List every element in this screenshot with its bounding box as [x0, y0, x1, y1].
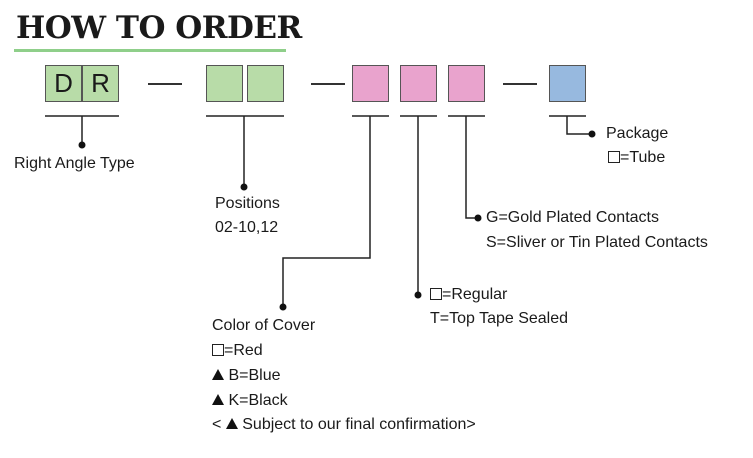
- plating-box: [448, 65, 485, 102]
- triangle-icon: [225, 418, 238, 429]
- cover-red: =Red: [224, 342, 263, 359]
- plating-leader: [465, 116, 477, 219]
- cover-note-line: < Subject to our final confirmation>: [212, 413, 476, 437]
- seal-option-box: [400, 65, 437, 102]
- title-underline: [14, 49, 286, 52]
- empty-square-icon: [430, 288, 442, 300]
- positions-values: 02-10,12: [215, 219, 279, 236]
- seal-dot: [414, 291, 422, 299]
- triangle-icon: [212, 394, 224, 405]
- cover-blue: B=Blue: [224, 367, 281, 384]
- positions-box-1: [206, 65, 243, 102]
- separator-dash-3: [503, 83, 537, 85]
- type-label: Right Angle Type: [14, 155, 135, 172]
- package-tube: =Tube: [620, 149, 666, 166]
- seal-tape: T=Top Tape Sealed: [430, 310, 569, 327]
- separator-dash-1: [148, 83, 182, 85]
- separator-dash-2: [311, 83, 345, 85]
- type-dot: [78, 141, 86, 149]
- positions-dot: [240, 183, 248, 191]
- package-title: Package: [606, 125, 669, 142]
- type-box-d: D: [45, 65, 82, 102]
- plating-dot: [474, 214, 482, 222]
- cover-black: K=Black: [224, 392, 288, 409]
- seal-regular-line: =Regular: [430, 283, 507, 307]
- cover-blue-line: B=Blue: [212, 364, 280, 388]
- seal-regular: =Regular: [442, 286, 508, 303]
- plating-gold: G=Gold Plated Contacts: [486, 209, 659, 226]
- cover-leader: [282, 116, 371, 306]
- cover-note: Subject to our final confirmation>: [237, 416, 476, 433]
- package-dot: [588, 130, 596, 138]
- positions-title: Positions: [215, 195, 280, 212]
- cover-red-line: =Red: [212, 339, 263, 363]
- page-title: HOW TO ORDER: [16, 10, 302, 46]
- type-box-r: R: [82, 65, 119, 102]
- cover-note-open: <: [212, 416, 222, 433]
- empty-square-icon: [212, 344, 224, 356]
- package-tube-line: =Tube: [608, 146, 665, 170]
- cover-dot: [279, 303, 287, 311]
- triangle-icon: [212, 369, 224, 380]
- cover-title: Color of Cover: [212, 317, 316, 334]
- empty-square-icon: [608, 151, 620, 163]
- positions-box-2: [247, 65, 284, 102]
- package-box: [549, 65, 586, 102]
- plating-silver: S=Sliver or Tin Plated Contacts: [486, 234, 708, 251]
- package-leader: [566, 116, 590, 135]
- cover-black-line: K=Black: [212, 389, 288, 413]
- cover-color-box: [352, 65, 389, 102]
